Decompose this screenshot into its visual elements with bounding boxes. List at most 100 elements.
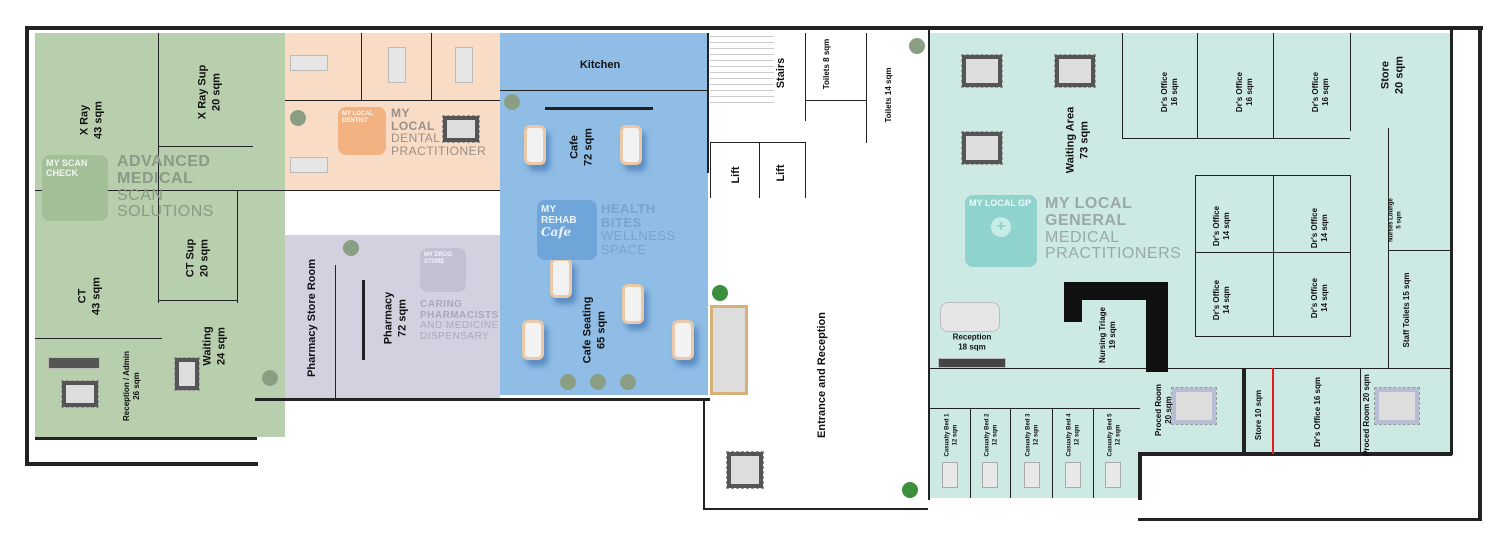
scan-zone-extension [255, 33, 285, 398]
bed [290, 55, 328, 71]
room-area: 16 sqm [1245, 78, 1254, 106]
bed-divider [1093, 408, 1094, 498]
outer-wall-bottom-left [25, 462, 258, 466]
room-staff-toilets: Staff Toilets 15 sqm [1402, 273, 1412, 348]
outer-wall-right [1478, 26, 1482, 520]
dental-wall [361, 33, 362, 100]
room-entrance-reception: Entrance and Reception [816, 312, 830, 438]
bed [388, 47, 406, 83]
plant-icon [343, 240, 359, 256]
room-name: Reception / Admin [122, 351, 131, 421]
room-pharmacy-store: Pharmacy Store Room [306, 259, 320, 377]
gp-wall [1388, 128, 1389, 368]
room-name: Nurses Lounge [1388, 198, 1395, 242]
room-area: 20 sqm [198, 239, 210, 277]
casualty-bed [1065, 462, 1081, 488]
outer-wall-top [25, 26, 1483, 30]
gp-badge-text: MY LOCAL GP [969, 198, 1032, 208]
room-name: Store 10 sqm [1254, 389, 1263, 441]
room-proced-room-b: Proced Room 20 sqm [1362, 374, 1372, 456]
dental-wall [285, 100, 500, 101]
pharmacy-counter [362, 280, 365, 360]
room-store-10: Store 10 sqm [1254, 390, 1264, 440]
scan-wall [158, 33, 159, 303]
room-name: Proced Room 20 sqm [1362, 374, 1371, 456]
brand-line: SOLUTIONS [117, 203, 214, 221]
room-name: CT [76, 288, 89, 304]
dentist-logo: MY LOCAL DENTIST [338, 107, 386, 155]
room-area: 12 sqm [1074, 424, 1080, 446]
cafe-wall-right [707, 33, 709, 173]
scan-wall [158, 300, 238, 301]
reception-desk [938, 358, 1006, 368]
scan-check-badge-text: MY SCAN CHECK [46, 158, 88, 178]
brand-line: WELLNESS [601, 228, 676, 244]
room-area: 14 sqm [1222, 286, 1231, 314]
plant-icon [560, 374, 576, 390]
entrance-reception-desk [710, 305, 748, 395]
room-name: Waiting Area [1064, 106, 1077, 174]
dental-wall [285, 190, 500, 191]
room-area: 12 sqm [992, 424, 998, 446]
casualty-bed [1024, 462, 1040, 488]
room-area: 20 sqm [1164, 396, 1173, 424]
room-name: Cafe Seating [581, 296, 594, 364]
brand-line: CARING [420, 299, 463, 310]
room-name: X Ray [78, 104, 91, 136]
cafe-table [622, 284, 644, 324]
room-lift-2: Lift [775, 164, 789, 181]
outer-wall-left [25, 26, 29, 466]
cafe-table [620, 125, 642, 165]
room-area: 16 sqm [1170, 78, 1179, 106]
cafe-table [550, 258, 572, 298]
brand-line: PRACTITIONERS [1045, 245, 1182, 263]
room-kitchen: Kitchen [580, 58, 620, 72]
room-name: Casualty Bed 1 [944, 413, 951, 457]
brand-line: DENTAL [391, 131, 441, 146]
scan-wall [35, 190, 285, 191]
room-stairs: Stairs [775, 58, 789, 89]
room-area: 16 sqm [1321, 78, 1330, 106]
room-name: Dr's Office [1160, 71, 1169, 113]
plant-icon [262, 370, 278, 386]
room-name: Dr's Office [1212, 205, 1221, 247]
room-name: Dr's Office [1235, 71, 1244, 113]
room-area: 73 sqm [1078, 121, 1090, 159]
room-area: 19 sqm [1108, 321, 1117, 349]
scan-wall [158, 146, 253, 147]
brand-line: PRACTITIONER [391, 143, 487, 158]
room-area: 14 sqm [1222, 212, 1231, 240]
rug [1171, 387, 1217, 425]
plant-icon [590, 374, 606, 390]
gp-wall [1197, 33, 1198, 139]
cafe-counter [545, 107, 653, 110]
gp-wall [1388, 250, 1450, 251]
drug-store-logo: MY DRUG STORE [420, 248, 466, 292]
room-area: 65 sqm [595, 311, 607, 349]
entrance-wall-bottom [703, 508, 928, 510]
room-area: 12 sqm [952, 424, 958, 446]
plant-icon [290, 110, 306, 126]
gp-wall [1242, 368, 1246, 454]
gp-wall [1273, 175, 1274, 337]
room-name: Reception [952, 332, 992, 342]
gp-wall [930, 408, 1140, 409]
outer-wall-bottom-right [1138, 518, 1482, 521]
room-name: Casualty Bed 4 [1066, 413, 1073, 457]
